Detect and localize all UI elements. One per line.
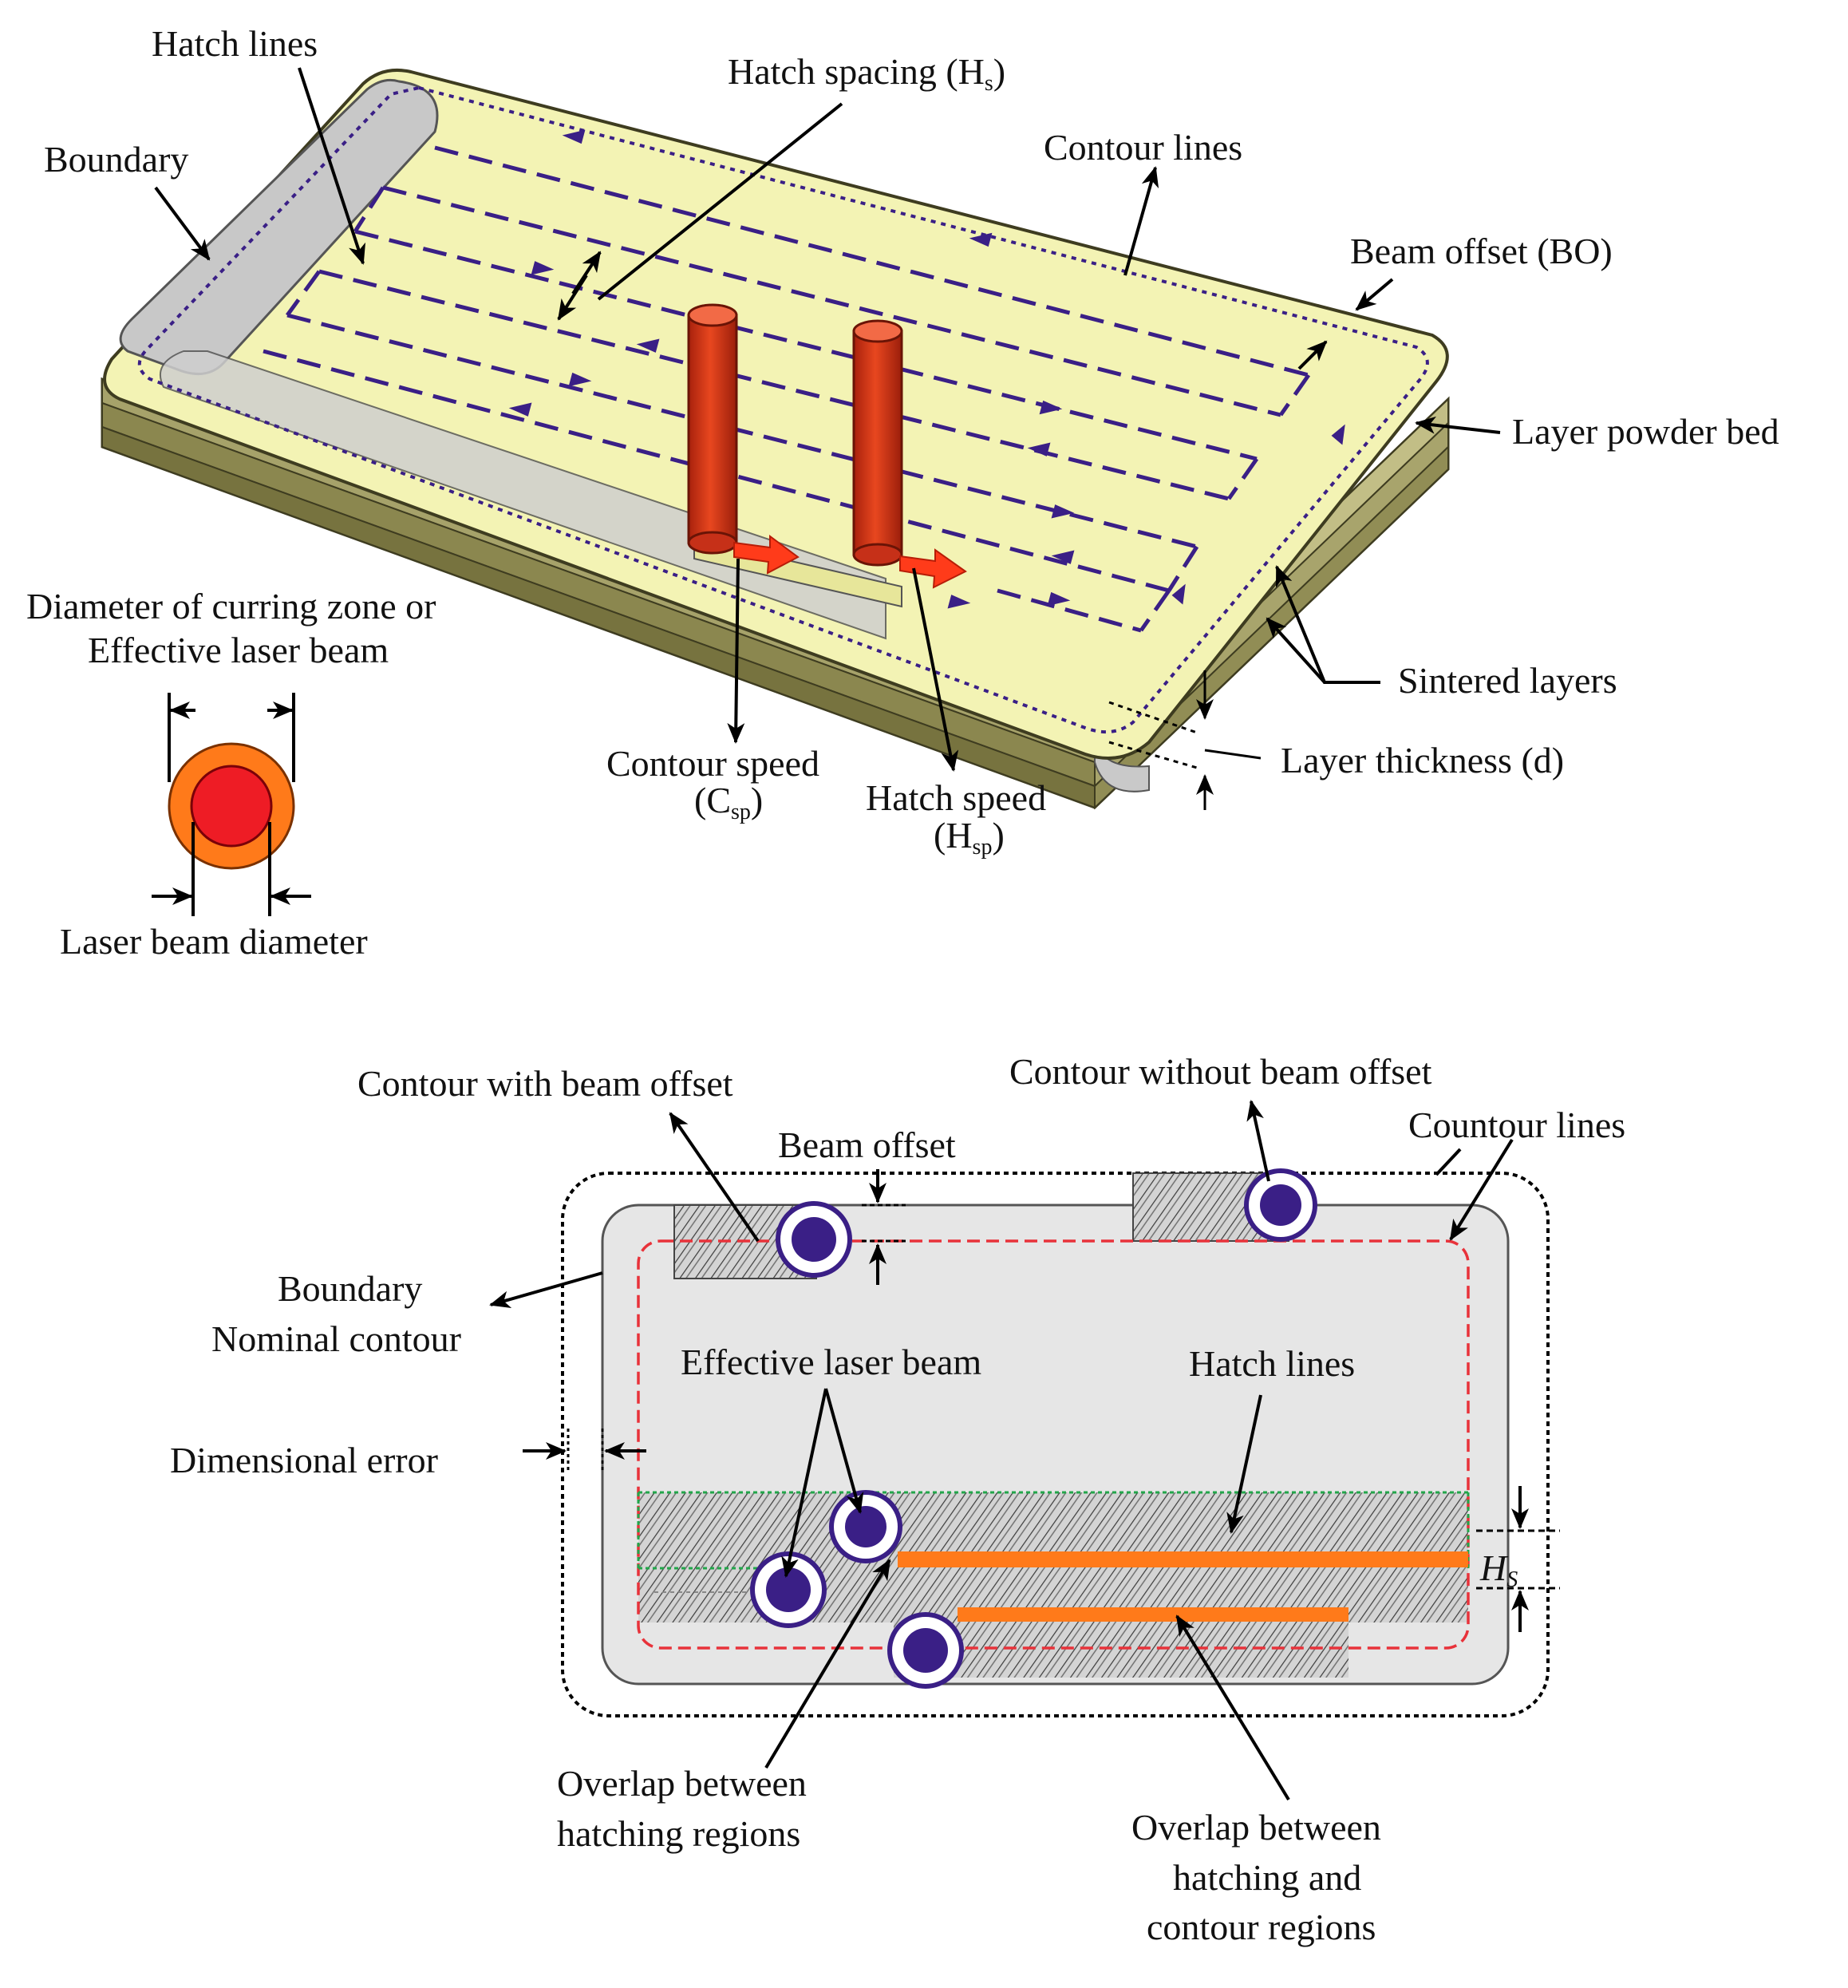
hatch-spacing-dimension — [1476, 1486, 1560, 1632]
contour-lines-path — [137, 85, 1429, 734]
label-contour-lines: Contour lines — [1044, 127, 1242, 168]
label-curing-zone-2: Effective laser beam — [88, 630, 389, 670]
label-hatch-spacing: Hatch spacing (Hs) — [728, 51, 1005, 96]
hatch-overlap-bar — [898, 1551, 1468, 1567]
bottom-leader-lines — [489, 1100, 1514, 1801]
label-contour-speed-symbol: (Csp) — [694, 780, 763, 824]
label-boundary-bottom: Boundary — [278, 1268, 422, 1309]
laser-beam-spots — [750, 1168, 1317, 1689]
label-overlap-contour-1: Overlap between — [1131, 1807, 1381, 1848]
beam-spot-offset-contour — [776, 1201, 852, 1278]
label-contour-with-offset: Contour with beam offset — [357, 1063, 733, 1104]
beam-diameter-inset — [152, 693, 311, 916]
scan-direction-arrows — [508, 129, 1345, 609]
beam-spot-hatch-1 — [829, 1490, 902, 1563]
dimensional-error-dimension — [523, 1429, 646, 1472]
top-3d-diagram: Hatch lines Hatch spacing (Hs) Boundary … — [26, 23, 1779, 962]
label-hs: HS — [1479, 1547, 1518, 1592]
beam-spot-hatch-2 — [750, 1551, 827, 1628]
label-hatch-speed: Hatch speed — [866, 777, 1046, 818]
label-beam-offset: Beam offset — [778, 1124, 956, 1165]
beam-spot-no-offset-contour — [1244, 1168, 1317, 1242]
label-boundary-top: Boundary — [44, 139, 188, 180]
label-effective-laser-beam: Effective laser beam — [681, 1342, 981, 1382]
label-contour-without-offset: Contour without beam offset — [1009, 1051, 1432, 1092]
contour-overlap-bar — [958, 1607, 1348, 1622]
label-hatch-speed-symbol: (Hsp) — [934, 815, 1005, 860]
label-hatch-lines-top: Hatch lines — [152, 23, 318, 64]
top-leader-lines — [154, 67, 1501, 772]
beam-offset-dimension — [862, 1169, 906, 1285]
label-layer-thickness: Layer thickness (d) — [1281, 740, 1564, 781]
contour-with-offset-outline — [637, 1239, 1470, 1650]
label-sintered-layers: Sintered layers — [1398, 660, 1617, 701]
label-beam-offset-bo: Beam offset (BO) — [1350, 231, 1613, 271]
layer-thickness-indicator — [1108, 670, 1262, 810]
layer-powder-bed-surface — [103, 68, 1449, 760]
label-layer-powder-bed: Layer powder bed — [1512, 411, 1779, 452]
label-overlap-hatching-2: hatching regions — [557, 1813, 800, 1854]
label-curing-zone-1: Diameter of curring zone or — [26, 586, 436, 626]
label-nominal-contour: Nominal contour — [211, 1318, 461, 1359]
laser-beam-hatch — [852, 319, 967, 589]
label-overlap-hatching-1: Overlap between — [557, 1763, 807, 1804]
label-dimensional-error: Dimensional error — [170, 1440, 438, 1480]
label-contour-speed: Contour speed — [606, 743, 819, 784]
laser-beam-contour — [687, 303, 800, 575]
label-overlap-contour-3: contour regions — [1147, 1907, 1376, 1947]
label-countour-lines: Countour lines — [1408, 1105, 1625, 1145]
beam-spot-hatch-3 — [887, 1612, 964, 1689]
label-laser-beam-diameter: Laser beam diameter — [60, 921, 368, 962]
bottom-2d-diagram: Contour with beam offset Contour without… — [170, 1051, 1625, 1947]
hatch-lines-path — [263, 145, 1311, 633]
label-hatch-lines-bottom: Hatch lines — [1189, 1343, 1355, 1384]
boundary-strip — [119, 78, 886, 640]
label-overlap-contour-2: hatching and — [1173, 1857, 1361, 1898]
